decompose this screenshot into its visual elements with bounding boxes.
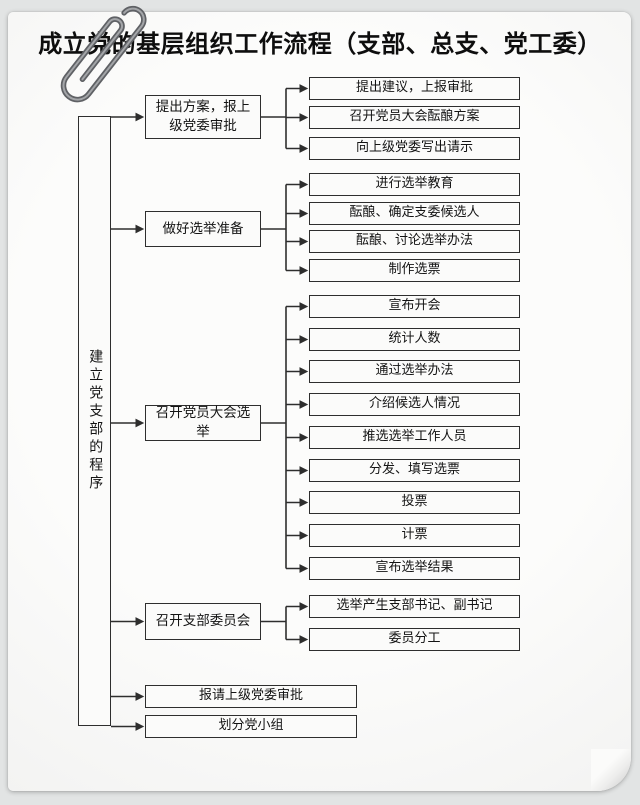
step-box-label: 计票	[401, 527, 428, 543]
step-box: 分发、填写选票	[309, 459, 520, 482]
flow-root-box: 建立党支部的程序	[78, 116, 111, 726]
step-box: 统计人数	[309, 328, 520, 351]
step-box-label: 投票	[401, 494, 428, 510]
stage-box-label: 提出方案，报上级党委审批	[155, 99, 251, 134]
step-box-label: 进行选举教育	[375, 176, 454, 192]
stage-box: 提出方案，报上级党委审批	[145, 95, 261, 139]
step-box-label: 提出建议，上报审批	[355, 80, 473, 96]
step-box: 提出建议，上报审批	[309, 77, 520, 100]
step-box: 酝酿、确定支委候选人	[309, 202, 520, 225]
step-box-label: 向上级党委写出请示	[355, 140, 473, 156]
stage-box: 召开支部委员会	[145, 603, 261, 640]
stage-box-label: 召开支部委员会	[155, 613, 251, 630]
step-box-label: 选举产生支部书记、副书记	[336, 598, 493, 614]
final-step-box-label: 划分党小组	[218, 718, 284, 734]
step-box: 通过选举办法	[309, 360, 520, 383]
stage-box-label: 召开党员大会选举	[155, 405, 251, 440]
step-box: 宣布选举结果	[309, 557, 520, 580]
step-box-label: 宣布选举结果	[375, 560, 454, 576]
step-box-label: 酝酿、讨论选举办法	[355, 233, 473, 249]
final-step-box: 划分党小组	[145, 715, 357, 738]
step-box: 进行选举教育	[309, 173, 520, 196]
step-box: 宣布开会	[309, 295, 520, 318]
stage-box-label: 做好选举准备	[162, 220, 244, 237]
stage-box: 做好选举准备	[145, 211, 261, 247]
step-box-label: 酝酿、确定支委候选人	[349, 205, 480, 221]
step-box: 计票	[309, 524, 520, 547]
final-step-box-label: 报请上级党委审批	[198, 688, 303, 704]
step-box: 介绍候选人情况	[309, 393, 520, 416]
flow-root-box-label: 建立党支部的程序	[87, 349, 104, 493]
step-box-label: 召开党员大会酝酿方案	[349, 109, 480, 125]
step-box: 投票	[309, 491, 520, 514]
stage-box: 召开党员大会选举	[145, 405, 261, 441]
paperclip-icon	[60, 5, 147, 103]
step-box-label: 分发、填写选票	[368, 462, 460, 478]
step-box: 制作选票	[309, 259, 520, 282]
step-box-label: 推选选举工作人员	[362, 429, 467, 445]
step-box: 推选选举工作人员	[309, 426, 520, 449]
step-box: 委员分工	[309, 628, 520, 651]
step-box: 召开党员大会酝酿方案	[309, 106, 520, 129]
step-box-label: 宣布开会	[388, 298, 441, 314]
step-box-label: 统计人数	[388, 331, 441, 347]
step-box-label: 制作选票	[388, 262, 441, 278]
step-box-label: 委员分工	[388, 631, 441, 647]
step-box-label: 通过选举办法	[375, 363, 454, 379]
step-box: 选举产生支部书记、副书记	[309, 595, 520, 618]
step-box-label: 介绍候选人情况	[368, 396, 460, 412]
step-box: 向上级党委写出请示	[309, 137, 520, 160]
step-box: 酝酿、讨论选举办法	[309, 230, 520, 253]
final-step-box: 报请上级党委审批	[145, 685, 357, 708]
